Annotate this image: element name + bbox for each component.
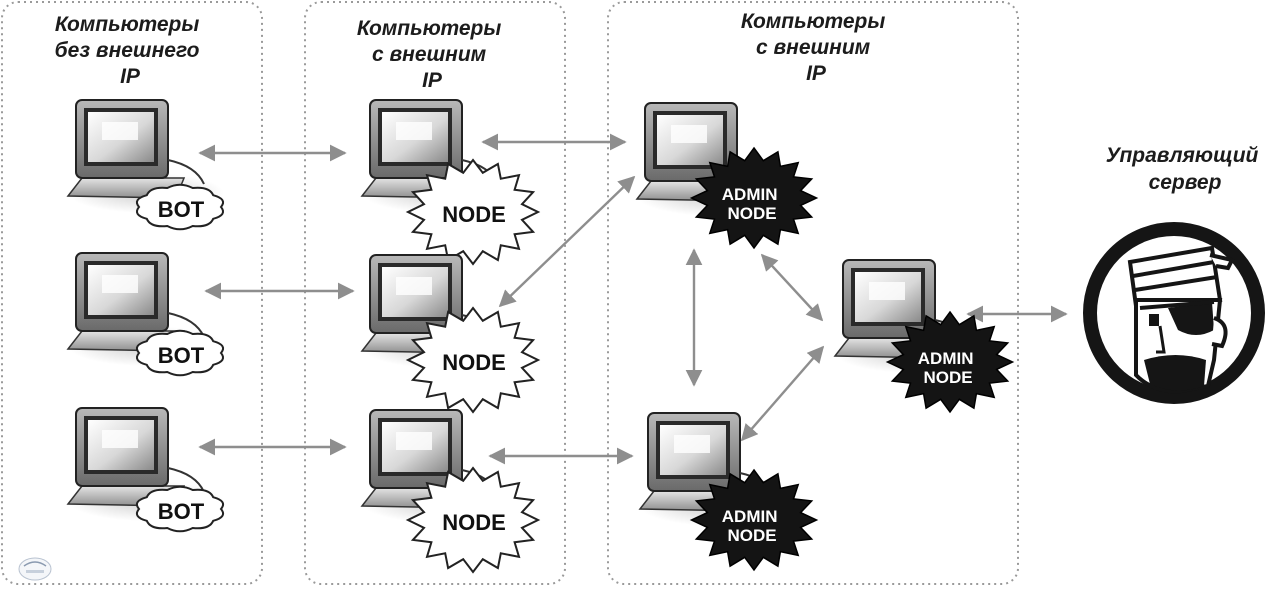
zone-title-no-external-ip: Компьютеры без внешнего IP [55,13,206,88]
badge-bot-3: BOT [158,499,205,524]
badge-admin-2: ADMIN NODE [918,349,978,387]
badge-bot-2: BOT [158,343,205,368]
computer-node-1 [360,99,541,266]
computer-node-3 [360,409,541,574]
pirate-head-icon [1083,222,1265,404]
computer-group [66,99,1015,574]
computer-bot-1 [66,99,224,231]
bot-cloud-badge [136,329,224,377]
computer-node-2 [360,254,541,414]
watermark-logo [18,557,52,581]
badge-admin-3: ADMIN NODE [722,507,782,545]
admin-star-badge [689,146,819,250]
zone-no-external-ip [1,1,263,585]
server-title: Управляющий сервер [1106,144,1264,194]
zone-title-external-ip: Компьютеры с внешним IP [357,17,507,92]
admin-star-badge [885,310,1015,414]
node-star-badge [405,158,541,266]
node-star-badge [405,466,541,574]
computer-bot-3 [66,407,224,533]
admin-star-badge [689,468,819,572]
badge-admin-1: ADMIN NODE [722,185,782,223]
computer-admin-2 [833,259,1015,414]
connection-arrows [198,133,1068,465]
badge-node-2: NODE [442,350,506,375]
computer-bot-2 [66,252,224,377]
zone-external-ip [304,1,566,585]
arrow-node-2-admin-1 [498,175,636,308]
arrow-admin-1-admin-2 [760,253,824,322]
arrow-admin-3-admin-2 [740,345,825,442]
badge-node-3: NODE [442,510,506,535]
bot-cloud-badge [136,183,224,231]
computer-admin-1 [635,102,819,250]
zone-title-external-ip-admin: Компьютеры с внешним IP [741,10,891,85]
computer-admin-3 [638,412,819,572]
bot-cloud-badge [136,485,224,533]
badge-bot-1: BOT [158,197,205,222]
badge-node-1: NODE [442,202,506,227]
node-star-badge [405,306,541,414]
